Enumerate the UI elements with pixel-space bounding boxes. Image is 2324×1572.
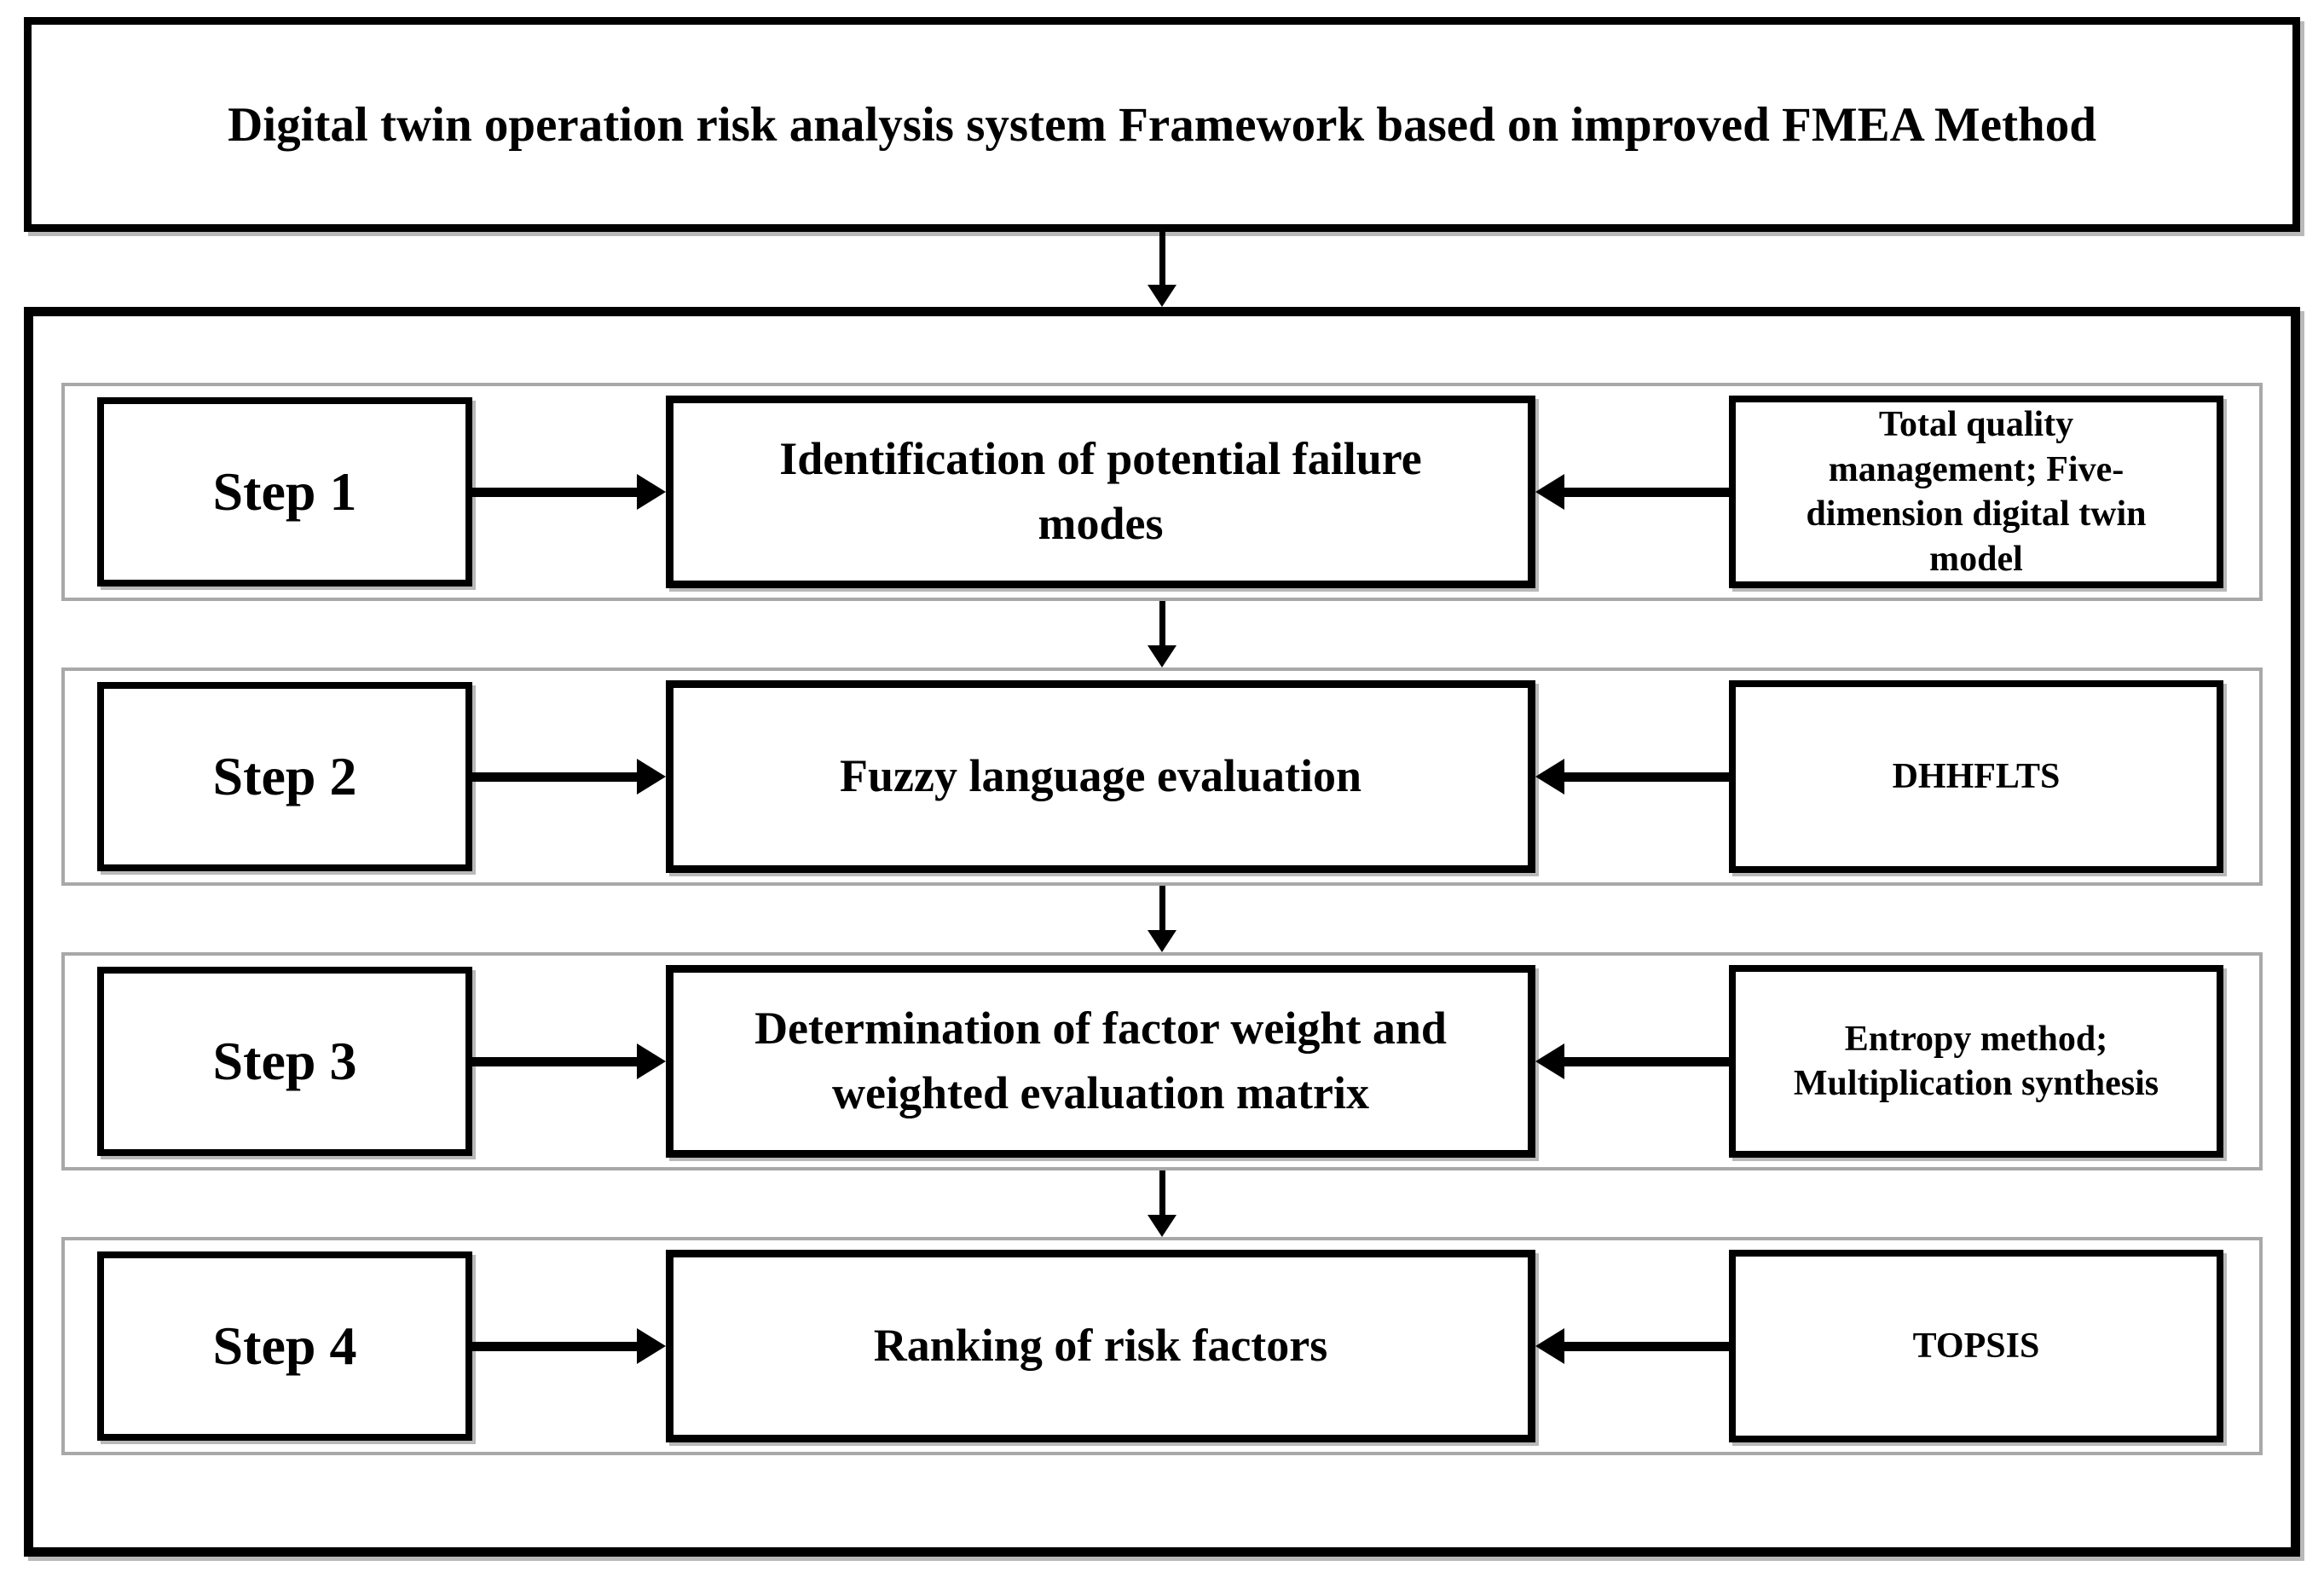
arrow-title-to-framework: [1148, 232, 1176, 307]
arrow-line: [472, 772, 637, 782]
process-box-2: Fuzzy language evaluation: [666, 680, 1535, 873]
method-label: DHHFLTS: [1892, 756, 2061, 796]
step-label-box-3: Step 3: [97, 967, 472, 1156]
arrow-step2-to-process: [472, 758, 666, 795]
process-label: Ranking of risk factors: [873, 1320, 1328, 1372]
arrow-method2-to-process: [1535, 758, 1729, 795]
arrow-right-icon: [637, 1328, 666, 1364]
arrow-line: [1564, 1056, 1729, 1066]
arrow-line: [1564, 1341, 1729, 1351]
method-label: TOPSIS: [1912, 1326, 2040, 1366]
step-label: Step 3: [212, 1031, 357, 1091]
step-row-3: Step 3 Determination of factor weight an…: [61, 952, 2263, 1170]
step-label-box-2: Step 2: [97, 682, 472, 871]
arrow-line: [1159, 601, 1165, 645]
arrow-line: [472, 1056, 637, 1066]
arrow-line: [1564, 487, 1729, 497]
title-box: Digital twin operation risk analysis sys…: [24, 17, 2300, 232]
arrow-line: [472, 1341, 637, 1351]
method-box-4: TOPSIS: [1729, 1250, 2223, 1442]
arrow-left-icon: [1535, 474, 1564, 510]
process-box-4: Ranking of risk factors: [666, 1250, 1535, 1442]
arrow-left-icon: [1535, 1328, 1564, 1364]
arrow-down-icon: [1148, 645, 1176, 668]
arrow-line: [1564, 772, 1729, 782]
step-label: Step 4: [212, 1315, 357, 1376]
method-box-2: DHHFLTS: [1729, 680, 2223, 873]
arrow-left-icon: [1535, 1043, 1564, 1079]
arrow-right-icon: [637, 1043, 666, 1079]
method-label: Total quality management; Five- dimensio…: [1806, 405, 2147, 579]
process-box-3: Determination of factor weight and weigh…: [666, 965, 1535, 1158]
step-row-2: Step 2 Fuzzy language evaluation DHHFLTS: [61, 668, 2263, 886]
arrow-method4-to-process: [1535, 1327, 1729, 1365]
arrow-right-icon: [637, 759, 666, 795]
arrow-line: [1159, 1170, 1165, 1215]
process-label: Fuzzy language evaluation: [839, 750, 1361, 802]
framework-container: Step 1 Identification of potential failu…: [24, 307, 2300, 1557]
arrow-down-icon: [1148, 1215, 1176, 1237]
arrow-step3-to-process: [472, 1043, 666, 1080]
arrow-down-icon: [1148, 285, 1176, 307]
process-label: Identification of potential failure mode…: [779, 433, 1422, 549]
step-row-1: Step 1 Identification of potential failu…: [61, 383, 2263, 601]
arrow-step4-to-process: [472, 1327, 666, 1365]
arrow-down-icon: [1148, 930, 1176, 952]
arrow-method1-to-process: [1535, 473, 1729, 511]
method-label: Entropy method; Multiplication synthesis: [1793, 1019, 2159, 1104]
method-box-3: Entropy method; Multiplication synthesis: [1729, 965, 2223, 1158]
arrow-step1-to-process: [472, 473, 666, 511]
arrow-row3-to-row4: [1148, 1170, 1176, 1237]
arrow-left-icon: [1535, 759, 1564, 795]
arrow-row2-to-row3: [1148, 886, 1176, 952]
process-label: Determination of factor weight and weigh…: [754, 1003, 1447, 1118]
step-label: Step 2: [212, 746, 357, 806]
step-label-box-1: Step 1: [97, 397, 472, 587]
figure-title: Digital twin operation risk analysis sys…: [228, 97, 2096, 152]
arrow-line: [1159, 232, 1165, 285]
arrow-line: [1159, 886, 1165, 930]
step-label: Step 1: [212, 461, 357, 522]
arrow-method3-to-process: [1535, 1043, 1729, 1080]
arrow-right-icon: [637, 474, 666, 510]
process-box-1: Identification of potential failure mode…: [666, 396, 1535, 588]
step-label-box-4: Step 4: [97, 1251, 472, 1441]
method-box-1: Total quality management; Five- dimensio…: [1729, 396, 2223, 588]
arrow-line: [472, 487, 637, 497]
step-row-4: Step 4 Ranking of risk factors TOPSIS: [61, 1237, 2263, 1455]
arrow-row1-to-row2: [1148, 601, 1176, 668]
